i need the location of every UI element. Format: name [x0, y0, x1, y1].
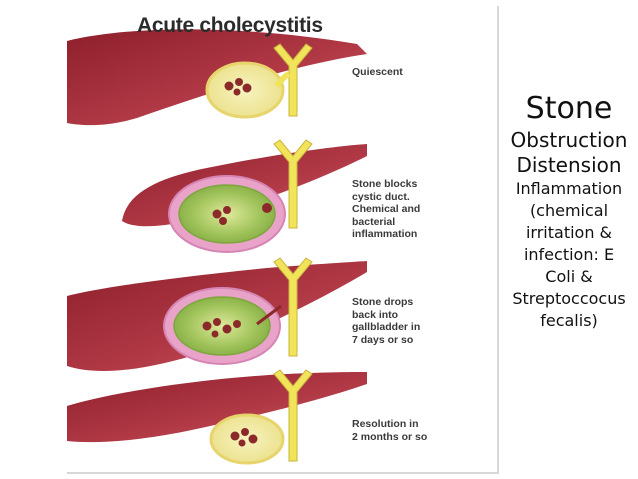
stone: [230, 431, 240, 441]
stage-4-illustration: [67, 369, 367, 465]
figure-illustration: [67, 29, 367, 465]
side-text: Stone Obstruction Distension Inflammatio…: [505, 90, 633, 332]
bile-duct-2: [273, 139, 313, 229]
stone: [235, 78, 243, 86]
stage-3-label: Stone drops back into gallbladder in 7 d…: [352, 296, 421, 346]
bile-duct-1: [273, 43, 313, 117]
side-line-distension: Distension: [516, 153, 622, 177]
stage-4-label: Resolution in 2 months or so: [352, 418, 428, 443]
stone: [238, 439, 246, 447]
stage-2-illustration: [122, 139, 367, 253]
stone: [233, 88, 241, 96]
stage-3-illustration: [67, 257, 367, 371]
stone: [242, 83, 252, 93]
stone: [219, 217, 227, 225]
stone: [212, 209, 222, 219]
stone: [233, 320, 241, 328]
cholecystitis-figure: Acute cholecystitis Quiescent Stone bloc…: [67, 6, 499, 474]
stone: [241, 428, 249, 436]
bile-duct-3: [273, 257, 313, 357]
stage-1-label: Quiescent: [352, 66, 403, 78]
stone: [248, 434, 258, 444]
side-line-obstruction: Obstruction: [510, 128, 628, 152]
figure-title: Acute cholecystitis: [137, 14, 323, 37]
stone: [211, 330, 219, 338]
bile-duct-4: [273, 369, 313, 462]
stone: [213, 318, 221, 326]
stage-1-illustration: [67, 29, 367, 126]
gallbladder-4: [209, 413, 285, 465]
side-body-inflammation: Inflammation (chemical irritation & infe…: [512, 179, 626, 330]
stone: [224, 81, 234, 91]
stone: [262, 203, 272, 213]
stone: [223, 206, 231, 214]
stone: [222, 324, 232, 334]
gallbladder-bile-3: [173, 296, 271, 356]
stage-2-label: Stone blocks cystic duct. Chemical and b…: [352, 178, 421, 240]
stone: [202, 321, 212, 331]
side-heading: Stone: [525, 91, 613, 126]
